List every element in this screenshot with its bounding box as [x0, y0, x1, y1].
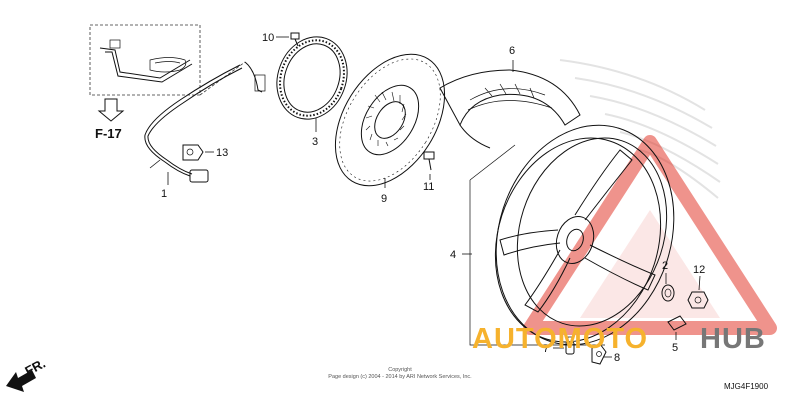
watermark-hub: HUB: [700, 323, 766, 355]
callout-5: 5: [672, 342, 678, 354]
callout-4: 4: [450, 249, 456, 261]
callout-11: 11: [423, 181, 434, 193]
front-direction-arrow: FR.: [6, 356, 48, 392]
automotohub-watermark: AUTOMOTO HUB: [472, 323, 766, 355]
red-triangle-watermark: [523, 135, 777, 335]
callout-3: 3: [312, 136, 318, 148]
part-12-nut[interactable]: [687, 275, 709, 309]
detail-box: [89, 24, 201, 96]
part-10-bolt[interactable]: [276, 32, 300, 47]
part-13-clamp[interactable]: [182, 144, 214, 161]
callout-7: 7: [543, 343, 549, 355]
part-2-collar[interactable]: [661, 273, 675, 302]
diagram-code: MJG4F1900: [724, 382, 769, 391]
part-1-speed-sensor[interactable]: [89, 24, 266, 183]
part-4-wheel[interactable]: [462, 102, 701, 368]
part-8-valve-cap[interactable]: [591, 343, 612, 365]
part-9-brake-disc[interactable]: [313, 35, 467, 206]
callout-10: 10: [262, 32, 274, 44]
reference-label: F-17: [95, 126, 122, 141]
callout-2: 2: [662, 260, 668, 272]
bolt-icon: [109, 39, 121, 49]
callout-6: 6: [509, 45, 515, 57]
callout-12: 12: [693, 264, 705, 276]
callout-9: 9: [381, 193, 387, 205]
reference-f17[interactable]: F-17: [95, 98, 125, 141]
callout-1: 1: [161, 188, 167, 200]
part-3-pulser-ring[interactable]: [266, 27, 359, 132]
part-6-tire[interactable]: [439, 60, 581, 149]
part-7-valve-stem[interactable]: [553, 336, 575, 355]
callout-13: 13: [216, 147, 228, 159]
part-11-disc-bolt[interactable]: [423, 151, 435, 180]
callout-8: 8: [614, 352, 620, 364]
watermark-auto: AUTOMOTO: [472, 323, 648, 355]
wing-logo-watermark: [559, 59, 721, 199]
part-5-valve[interactable]: [667, 315, 687, 340]
copyright-line1: Copyright: [388, 367, 412, 373]
copyright-line2: Page design (c) 2004 - 2014 by ARI Netwo…: [328, 374, 472, 380]
connector-icon: [189, 169, 209, 183]
